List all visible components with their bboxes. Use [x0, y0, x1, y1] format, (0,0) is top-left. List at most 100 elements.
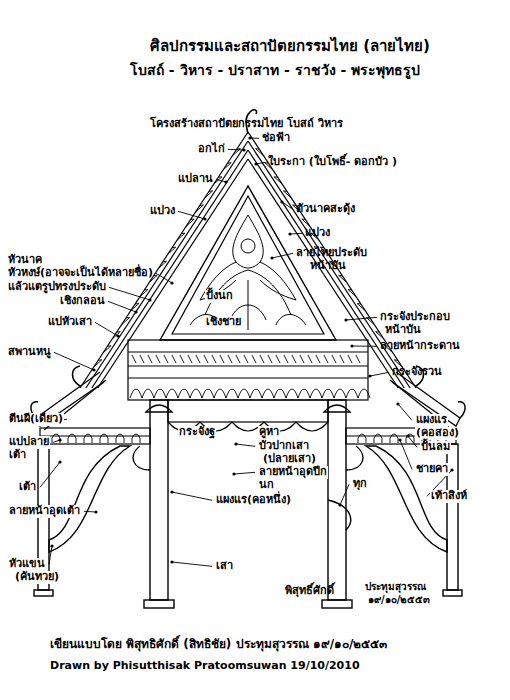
leader-dot	[232, 472, 235, 475]
part-label: สพานหนู	[8, 346, 51, 359]
text-label: หน้าบัน	[385, 324, 421, 337]
title: ศิลปกรรมและสถาปัตยกรรมไทย (ลายไทย)	[150, 38, 430, 55]
beam-pattern	[236, 355, 240, 363]
part-label: เท้าสิงห์	[430, 490, 468, 503]
kracang	[202, 389, 214, 398]
beam-pattern	[196, 355, 200, 363]
niche	[116, 434, 124, 443]
text-label: โครงสร้างสถาปัตยกรรมไทย โบสถ์ วิหาร	[150, 118, 343, 131]
beam-pattern	[164, 355, 168, 363]
beam-pattern	[244, 355, 248, 363]
beam-pattern	[348, 355, 352, 363]
kracang	[346, 389, 358, 398]
leader-dot	[288, 232, 291, 235]
kracang	[250, 389, 262, 398]
beam-pattern	[204, 355, 208, 363]
part-label: แผงแร	[415, 414, 448, 427]
leader-dot	[368, 374, 371, 377]
beam-pattern	[212, 355, 216, 363]
leader-line	[370, 372, 389, 376]
part-label: กระจังรวน	[392, 366, 442, 379]
leader-line	[234, 472, 255, 474]
beam-pattern	[228, 355, 232, 363]
leader-line	[109, 287, 150, 300]
beam-pattern	[316, 355, 320, 363]
niche	[358, 434, 366, 443]
wing-niches	[52, 434, 446, 443]
part-label: เต้า	[18, 481, 37, 494]
caption: เขียนแบบโดย พิสุทธิศักดิ์ (สิทธิชัย) ประ…	[50, 638, 387, 652]
niche	[390, 434, 398, 443]
leader-dot	[50, 544, 53, 547]
leader-dot	[234, 442, 237, 445]
bai-raka	[121, 318, 129, 325]
kracang	[310, 389, 322, 398]
kracang	[298, 389, 310, 398]
bai-raka	[140, 289, 148, 296]
beam-pattern	[148, 355, 152, 363]
niche	[374, 434, 382, 443]
leader-dot	[450, 468, 453, 471]
kracang	[238, 389, 250, 398]
leader-dot	[344, 318, 347, 321]
bai-raka	[283, 191, 291, 198]
bai-raka	[339, 275, 347, 282]
text-label: (ปลายเสา)	[262, 453, 317, 466]
part-label: ลายหน้ากระดาน	[380, 340, 460, 353]
beam-pattern	[156, 355, 160, 363]
part-label: ทุก	[352, 478, 368, 491]
text-label: โบสถ์ - วิหาร - ปราสาท - ราชวัง - พระพุท…	[130, 62, 420, 78]
text-label: เชิงชาย	[205, 316, 242, 329]
leader-line	[95, 322, 118, 336]
part-label: เชิงกลอน	[60, 295, 105, 308]
beam-pattern	[308, 355, 312, 363]
beam-pattern	[188, 355, 192, 363]
part-label: ตีนผี(เดียว)	[8, 413, 64, 426]
text-label: ประทุมสุวรรณ	[365, 581, 426, 593]
leader-line	[236, 444, 255, 446]
bai-raka	[103, 346, 111, 353]
pediment-ornament	[190, 215, 306, 330]
bai-raka	[223, 163, 231, 170]
bai-raka	[366, 318, 374, 325]
kracang	[190, 389, 202, 398]
beam-pattern	[252, 355, 256, 363]
part-label: ตัวนาคสะดุ้ง	[296, 203, 355, 216]
leader-line	[346, 317, 377, 320]
part-label: แผงแร(คอหนึ่ง)	[215, 494, 292, 507]
beam-pattern	[356, 355, 360, 363]
part-label: แปหัวเสา	[48, 316, 92, 329]
part-label: แปวง	[305, 227, 330, 240]
columns	[34, 400, 462, 608]
text-label: (คันทวย)	[14, 571, 60, 584]
beam-pattern	[300, 355, 304, 363]
part-label: แล้วแตรูปทรงประดับ	[8, 281, 106, 294]
beam-pattern	[332, 355, 336, 363]
text-label: นก	[258, 479, 275, 492]
niche	[84, 434, 92, 443]
part-label: กระจังประกอบ	[380, 311, 450, 324]
kracang	[166, 389, 178, 398]
leader-dot	[270, 256, 273, 259]
text-label: (คอสอง)	[415, 427, 460, 440]
bai-raka	[186, 219, 194, 226]
roof-line	[248, 159, 398, 388]
bai-raka	[112, 332, 120, 339]
leader-dot	[170, 281, 173, 284]
leader-line	[172, 562, 212, 566]
leader-line	[398, 404, 412, 420]
text-label: หน้าบัน	[310, 260, 346, 273]
bai-raka	[274, 177, 282, 184]
beam-pattern	[284, 355, 288, 363]
part-label: หัวแขน	[8, 558, 46, 571]
roof-lines	[80, 132, 416, 388]
beam-pattern	[180, 355, 184, 363]
kracang	[334, 389, 346, 398]
bai-raka	[158, 261, 166, 268]
part-label: ลายหน้าอุดเต้า	[8, 505, 81, 518]
part-label: ลายไทยประดับ	[296, 247, 367, 260]
kracang-crests	[130, 355, 370, 398]
part-label: ชายคา	[415, 463, 449, 476]
beam-pattern	[292, 355, 296, 363]
niche	[52, 434, 60, 443]
